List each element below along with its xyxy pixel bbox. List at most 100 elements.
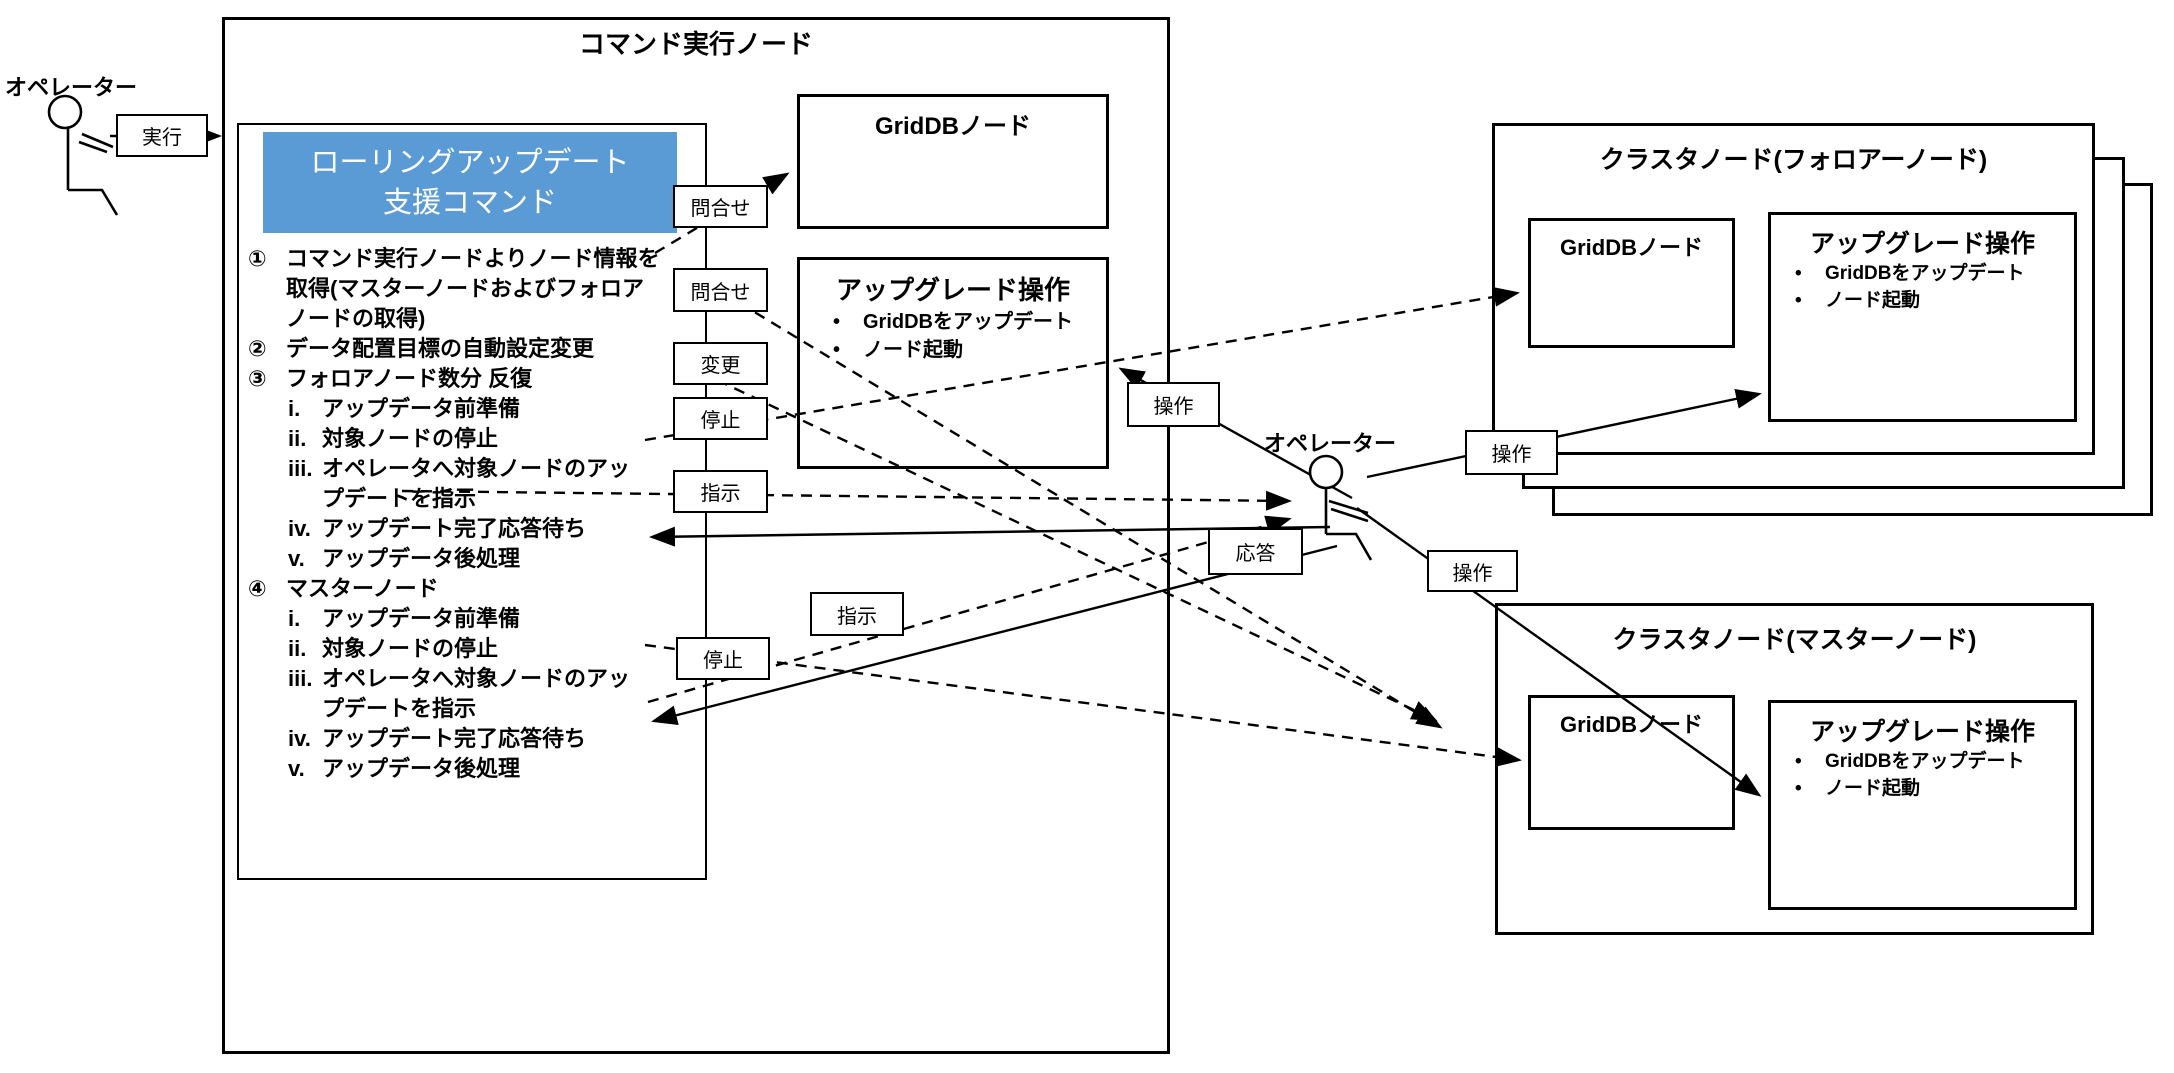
follower-cluster-title: クラスタノード(フォロアーノード) bbox=[1599, 146, 1988, 174]
step-text: アップデート完了応答待ち bbox=[322, 726, 587, 751]
procedure-step: v. アップデータ後処理 bbox=[288, 754, 708, 784]
upgrade-op-title-follower: アップグレード操作 bbox=[1809, 230, 2035, 258]
arrow-instruct-1 bbox=[401, 489, 1292, 511]
step-text: アップデータ後処理 bbox=[322, 546, 521, 571]
step-text: アップデータ前準備 bbox=[322, 606, 521, 631]
step-marker: ② bbox=[248, 336, 267, 361]
procedure-step: i.アップデータ前準備 bbox=[288, 604, 708, 634]
label-stop-2: 停止 bbox=[676, 637, 770, 680]
command-node-title: コマンド実行ノード bbox=[578, 29, 813, 59]
procedure-step: ③ フォロアノード数分 反復 bbox=[248, 364, 708, 394]
step-text: オペレータへ対象ノードのアッ プデートを指示 bbox=[322, 456, 631, 511]
bullet-icon: • bbox=[1795, 751, 1802, 772]
operator-label-middle: オペレーター bbox=[1264, 431, 1397, 456]
arrow-query-master bbox=[689, 271, 1443, 729]
step-marker: iv. bbox=[288, 726, 311, 751]
upgrade-bullet-row: • ノード起動 bbox=[1795, 775, 2025, 802]
step-marker: ③ bbox=[248, 366, 267, 391]
procedure-step: iii. オペレータへ対象ノードのアッ プデートを指示 bbox=[288, 664, 708, 724]
griddb-node-box-follower bbox=[1528, 218, 1735, 348]
arrow-stop-master bbox=[644, 643, 1522, 767]
bullet-text: ノード起動 bbox=[863, 339, 963, 361]
bullet-icon: • bbox=[833, 339, 841, 361]
step-text: フォロアノード数分 反復 bbox=[286, 366, 533, 391]
step-text: アップデータ前準備 bbox=[322, 396, 521, 421]
griddb-node-label-master: GridDBノード bbox=[1559, 712, 1703, 737]
label-operate-command: 操作 bbox=[1127, 382, 1220, 427]
rolling-update-line2: 支援コマンド bbox=[382, 187, 557, 219]
step-text: 対象ノードの停止 bbox=[322, 636, 499, 661]
operator-figure-middle bbox=[1308, 454, 1373, 561]
label-operate-follower: 操作 bbox=[1465, 430, 1558, 475]
rolling-update-command-label: ローリングアップデート 支援コマンド bbox=[263, 143, 677, 223]
bullet-icon: • bbox=[1795, 290, 1802, 311]
step-marker: ii. bbox=[288, 426, 307, 451]
upgrade-op-title-master: アップグレード操作 bbox=[1809, 718, 2035, 746]
label-instruct-1: 指示 bbox=[673, 470, 768, 513]
arrow-change-master bbox=[699, 370, 1438, 722]
upgrade-bullet-row: • ノード起動 bbox=[1795, 287, 2025, 314]
upgrade-bullet-row: • GridDBをアップデート bbox=[1795, 748, 2025, 775]
procedure-step: ii. 対象ノードの停止 bbox=[288, 424, 708, 454]
step-text: アップデータ後処理 bbox=[322, 756, 521, 781]
step-marker: iv. bbox=[288, 516, 311, 541]
upgrade-op-title-command: アップグレード操作 bbox=[835, 275, 1070, 305]
procedure-step: iv. アップデート完了応答待ち bbox=[288, 514, 708, 544]
griddb-node-box-master bbox=[1528, 695, 1735, 830]
label-instruct-2: 指示 bbox=[810, 592, 904, 636]
bullet-text: ノード起動 bbox=[1825, 778, 1921, 799]
label-response: 応答 bbox=[1208, 528, 1303, 575]
command-inner-box bbox=[237, 123, 707, 880]
step-marker: iii. bbox=[288, 666, 313, 691]
label-execute: 実行 bbox=[116, 114, 208, 157]
step-marker: i. bbox=[288, 396, 301, 421]
upgrade-op-bullets-command: • GridDBをアップデート • ノード起動 bbox=[833, 308, 1073, 364]
procedure-step: v. アップデータ後処理 bbox=[288, 544, 708, 574]
step-text: 対象ノードの停止 bbox=[322, 426, 499, 451]
griddb-node-label-command: GridDBノード bbox=[875, 113, 1031, 140]
bullet-icon: • bbox=[1795, 778, 1802, 799]
step-text: オペレータへ対象ノードのアッ プデートを指示 bbox=[322, 666, 631, 721]
arrow-instruct-2 bbox=[647, 515, 1292, 704]
procedure-step: iv. アップデート完了応答待ち bbox=[288, 724, 708, 754]
arrow-response-to-step4 bbox=[651, 544, 1338, 725]
griddb-node-box-command bbox=[797, 94, 1109, 229]
bullet-icon: • bbox=[833, 311, 841, 333]
bullet-text: GridDBをアップデート bbox=[863, 311, 1073, 333]
griddb-node-label-follower: GridDBノード bbox=[1559, 235, 1703, 260]
step-text: マスターノード bbox=[286, 576, 439, 601]
procedure-step: ii. 対象ノードの停止 bbox=[288, 634, 708, 664]
arrow-operate-follower bbox=[1366, 388, 1762, 479]
operator-label-left: オペレーター bbox=[5, 75, 138, 100]
step-marker: ii. bbox=[288, 636, 307, 661]
procedure-step: i. アップデータ前準備 bbox=[288, 394, 708, 424]
label-stop-1: 停止 bbox=[673, 397, 768, 440]
upgrade-op-box-command bbox=[797, 257, 1109, 469]
step-marker: v. bbox=[288, 546, 305, 571]
bullet-text: GridDBをアップデート bbox=[1825, 751, 2025, 772]
step-marker: ④ bbox=[248, 576, 267, 601]
arrow-operate-master bbox=[1356, 507, 1762, 797]
label-query-2: 問合せ bbox=[673, 268, 768, 312]
upgrade-op-box-follower bbox=[1768, 212, 2077, 422]
step-marker: v. bbox=[288, 756, 305, 781]
rolling-update-command-box bbox=[263, 132, 677, 233]
label-operate-master: 操作 bbox=[1427, 550, 1518, 592]
bullet-text: GridDBをアップデート bbox=[1825, 263, 2025, 284]
step-text: アップデート完了応答待ち bbox=[322, 516, 587, 541]
upgrade-op-box-master bbox=[1768, 700, 2077, 910]
bullet-icon: • bbox=[1795, 263, 1802, 284]
step-marker: ① bbox=[248, 246, 267, 271]
step-marker: iii. bbox=[288, 456, 313, 481]
bullet-text: ノード起動 bbox=[1825, 290, 1921, 311]
label-change: 変更 bbox=[673, 342, 768, 385]
upgrade-op-bullets-master: • GridDBをアップデート • ノード起動 bbox=[1795, 748, 2025, 802]
master-cluster-title: クラスタノード(マスターノード) bbox=[1612, 626, 1977, 654]
upgrade-op-bullets-follower: • GridDBをアップデート • ノード起動 bbox=[1795, 260, 2025, 314]
dashed-arrows bbox=[401, 172, 1522, 767]
label-query-1: 問合せ bbox=[673, 185, 768, 228]
